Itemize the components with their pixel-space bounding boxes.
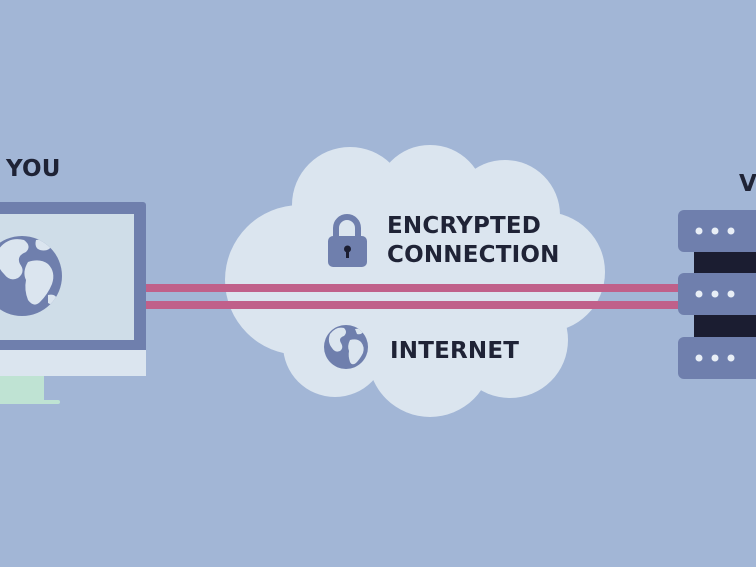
globe-icon-small <box>324 325 368 369</box>
cloud-shape <box>225 145 605 417</box>
encrypted-connection-label-line2: CONNECTION <box>387 242 560 268</box>
encrypted-connection-label-line1: ENCRYPTED <box>387 213 542 239</box>
internet-label: INTERNET <box>390 338 520 364</box>
encrypted-tunnel <box>146 284 682 309</box>
globe-icon <box>0 236 62 316</box>
server-rack-icon <box>678 210 756 379</box>
server-label: V <box>739 171 756 197</box>
padlock-icon <box>328 214 367 267</box>
you-label: YOU <box>6 156 61 182</box>
